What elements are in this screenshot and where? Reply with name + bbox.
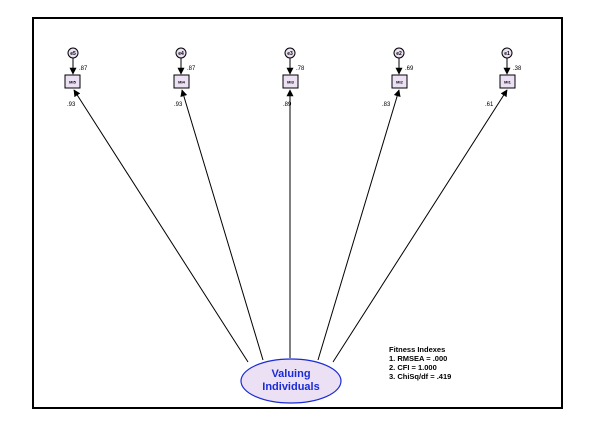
indicator-box (64, 74, 81, 89)
fit-title: Fitness Indexes (389, 345, 445, 354)
loading-label: .83 (382, 102, 391, 108)
fit-item: 2. CFI = 1.000 (389, 363, 437, 372)
indicator-label: Mi1 (504, 80, 511, 85)
r2-label: .38 (513, 66, 522, 72)
r2-label: .69 (405, 66, 414, 72)
loading-label: .93 (174, 102, 183, 108)
latent-variable-ellipse (240, 358, 342, 404)
latent-label-line1: Valuing (271, 368, 310, 380)
error-label: e1 (504, 51, 510, 57)
fit-item: 3. ChiSq/df = .419 (389, 372, 451, 381)
latent-label-line2: Individuals (262, 381, 319, 393)
indicator-box (173, 74, 190, 89)
error-label: e2 (396, 51, 402, 57)
indicator-group: e3 Mi3 .78 .89 (282, 47, 305, 358)
error-label: e5 (70, 51, 76, 57)
r2-label: .87 (187, 66, 196, 72)
indicator-box (499, 74, 516, 89)
error-label: e4 (178, 51, 184, 57)
indicator-label: Mi4 (178, 80, 185, 85)
loading-label: .93 (67, 102, 76, 108)
fit-item: 1. RMSEA = .000 (389, 354, 447, 363)
indicator-group: e2 Mi2 .69 .83 (317, 47, 414, 361)
r2-label: .87 (79, 66, 88, 72)
loading-label: .61 (485, 102, 494, 108)
indicator-group: e5 Mi5 .87 .93 (64, 47, 249, 363)
path-arrow (332, 89, 508, 363)
path-arrow (180, 89, 264, 361)
indicator-group: e1 Mi1 .38 .61 (332, 47, 522, 363)
error-label: e3 (287, 51, 293, 57)
indicator-label: Mi3 (287, 80, 294, 85)
path-arrow (317, 89, 401, 361)
indicator-box (391, 74, 408, 89)
loading-label: .89 (283, 102, 292, 108)
indicator-label: Mi5 (69, 80, 76, 85)
indicator-group: e4 Mi4 .87 .93 (173, 47, 264, 361)
indicator-label: Mi2 (396, 80, 403, 85)
r2-label: .78 (296, 66, 305, 72)
indicator-box (282, 74, 299, 89)
path-arrow (73, 89, 249, 363)
